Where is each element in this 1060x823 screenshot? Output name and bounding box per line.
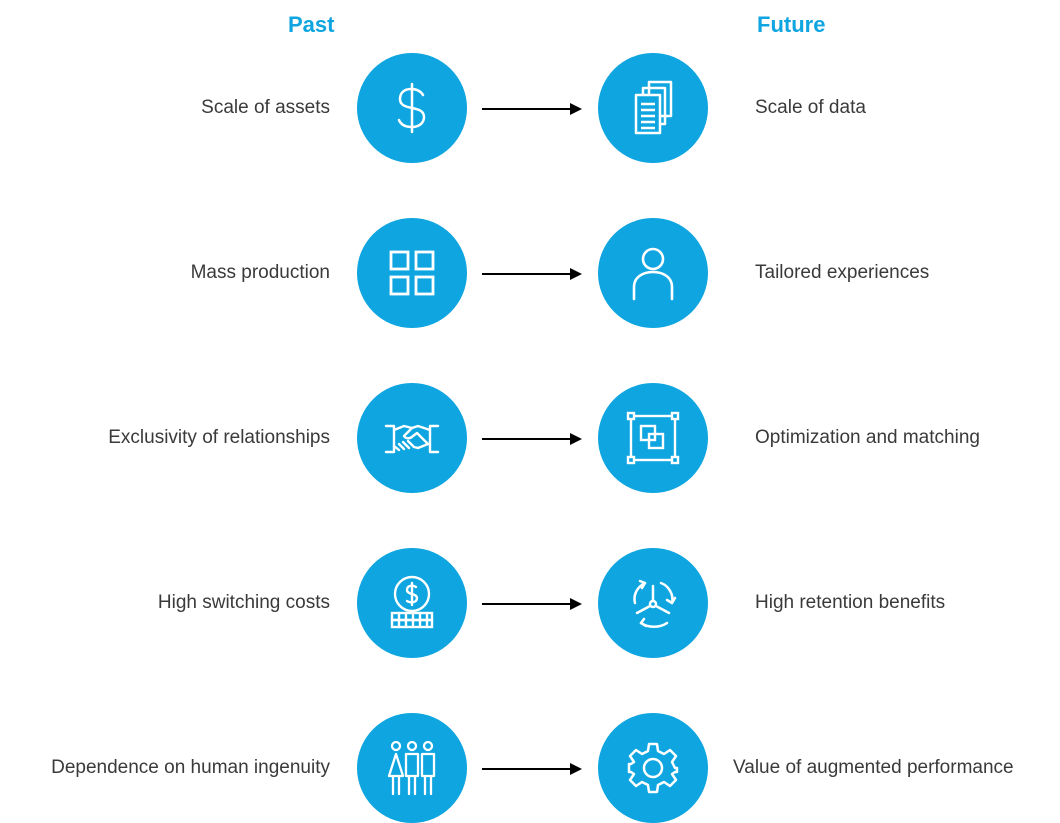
past-icon-circle [357,713,467,823]
arrow-icon [482,598,582,610]
future-label: Scale of data [755,97,866,118]
heading-future: Future [757,12,826,37]
future-label: Optimization and matching [755,427,980,448]
arrow-icon [482,433,582,445]
future-icon-circle [598,713,708,823]
transition-row: High switching costs [0,548,1060,658]
cycle-arrows-icon [633,579,677,628]
heading-past: Past [288,12,335,37]
past-label: Mass production [190,262,330,283]
arrow-icon [482,103,582,115]
past-icon-circle [357,383,467,493]
past-icon-circle [357,548,467,658]
transition-row: Scale of assets Scale of data [0,53,1060,163]
past-label: Dependence on human ingenuity [51,757,330,778]
past-icon-circle [357,218,467,328]
future-icon-circle [598,218,708,328]
past-label: Exclusivity of relationships [108,427,330,448]
overlap-squares-icon [626,411,680,465]
future-icon-circle [598,53,708,163]
transition-row: Mass production Tailored experiences [0,218,1060,328]
documents-icon [634,80,673,135]
past-label: High switching costs [157,592,330,613]
transition-row: Exclusivity of relationships Optimizatio… [0,383,1060,493]
transition-row: Dependence on human ingenuity Value of a… [0,713,1060,823]
person-icon [632,247,674,301]
gear-icon [627,742,679,794]
arrow-icon [482,763,582,775]
future-label: Tailored experiences [755,262,930,283]
arrow-icon [482,268,582,280]
grid-icon [389,250,435,296]
dollar-icon [397,82,426,134]
people-icon [387,740,436,796]
future-label: Value of augmented performance [733,757,1014,778]
future-icon-circle [598,383,708,493]
past-label: Scale of assets [201,97,330,118]
past-icon-circle [357,53,467,163]
future-icon-circle [598,548,708,658]
coin-stack-icon [390,575,434,629]
handshake-icon [384,424,440,454]
future-label: High retention benefits [755,592,946,613]
